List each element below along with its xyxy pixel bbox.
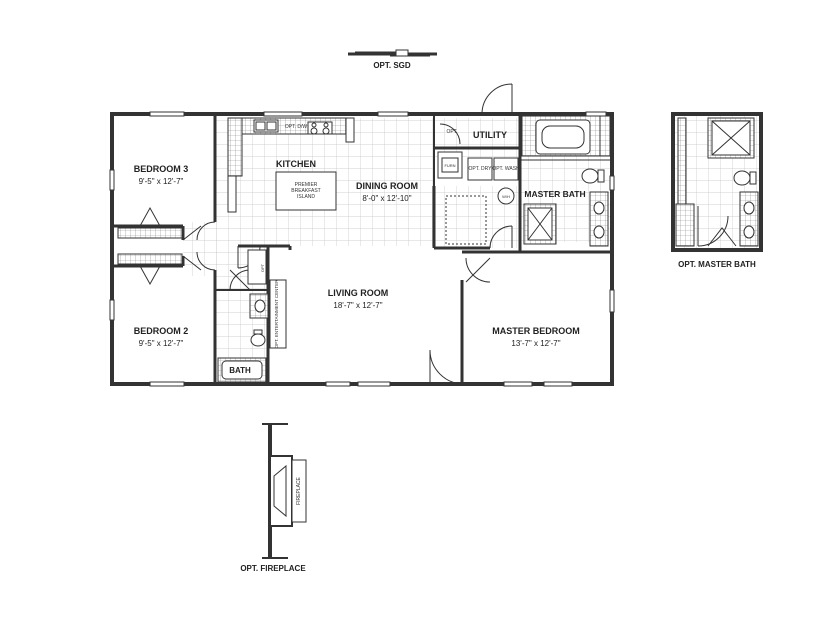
bedroom2-name: BEDROOM 2 [134,326,189,336]
master-bedroom-dims: 13'-7" x 12'-7" [511,339,560,348]
dining-dims: 8'-0" x 12'-10" [362,194,411,203]
utility-closet-outline [445,195,487,245]
island-label-1: PREMIER [295,182,318,188]
bath-label: BATH [229,366,251,375]
island-label-3: ISLAND [297,194,315,200]
bedroom2-dims: 9'-5" x 12'-7" [139,339,184,348]
opt-dry-label: OPT. DRY [469,166,493,172]
entertainment-label: OPT. ENTERTAINMENT CENTER [274,279,279,349]
master-bath-fixtures [521,115,611,247]
island-label-2: BREAKFAST [291,188,320,194]
living-dims: 18'-7" x 12'-7" [333,301,382,310]
living-name: LIVING ROOM [328,288,389,298]
utility-name: UTILITY [473,130,507,140]
water-heater-label: W/H [502,194,510,199]
room-labels: BEDROOM 3 9'-5" x 12'-7" KITCHEN DINING … [134,130,586,348]
utility-fixtures [437,151,519,205]
master-bath-name: MASTER BATH [524,189,585,199]
opt-master-bath-label: OPT. MASTER BATH [678,260,756,269]
opt-fireplace-detail: FIREPLACE OPT. FIREPLACE [240,423,307,573]
bedroom3-name: BEDROOM 3 [134,164,189,174]
windows [109,111,615,387]
opt-wash-label: OPT. WASH [492,166,520,172]
hall-bath-fixtures [217,249,269,383]
opt-closet-label: OPT [260,263,265,272]
breakfast-island: PREMIER BREAKFAST ISLAND [275,171,337,211]
bedroom3-dims: 9'-5" x 12'-7" [139,177,184,186]
master-bedroom-name: MASTER BEDROOM [492,326,580,336]
furnace-label: FURN [444,163,455,168]
opt-utility-label: OPT. [446,129,457,135]
doors [139,83,513,385]
opt-sgd-detail: OPT. SGD [348,49,437,70]
kitchen-name: KITCHEN [276,159,316,169]
entertainment-center: OPT. ENTERTAINMENT CENTER [269,279,287,349]
walls [110,112,614,386]
hall-closets [117,227,183,265]
fireplace-label: FIREPLACE [296,476,302,504]
dining-name: DINING ROOM [356,181,418,191]
opt-fireplace-label: OPT. FIREPLACE [240,564,306,573]
kitchen-counters [227,117,355,213]
opt-dw-label: OPT. D/W [285,124,308,130]
opt-sgd-label: OPT. SGD [373,61,411,70]
opt-master-bath-detail: OPT. MASTER BATH [671,112,763,269]
